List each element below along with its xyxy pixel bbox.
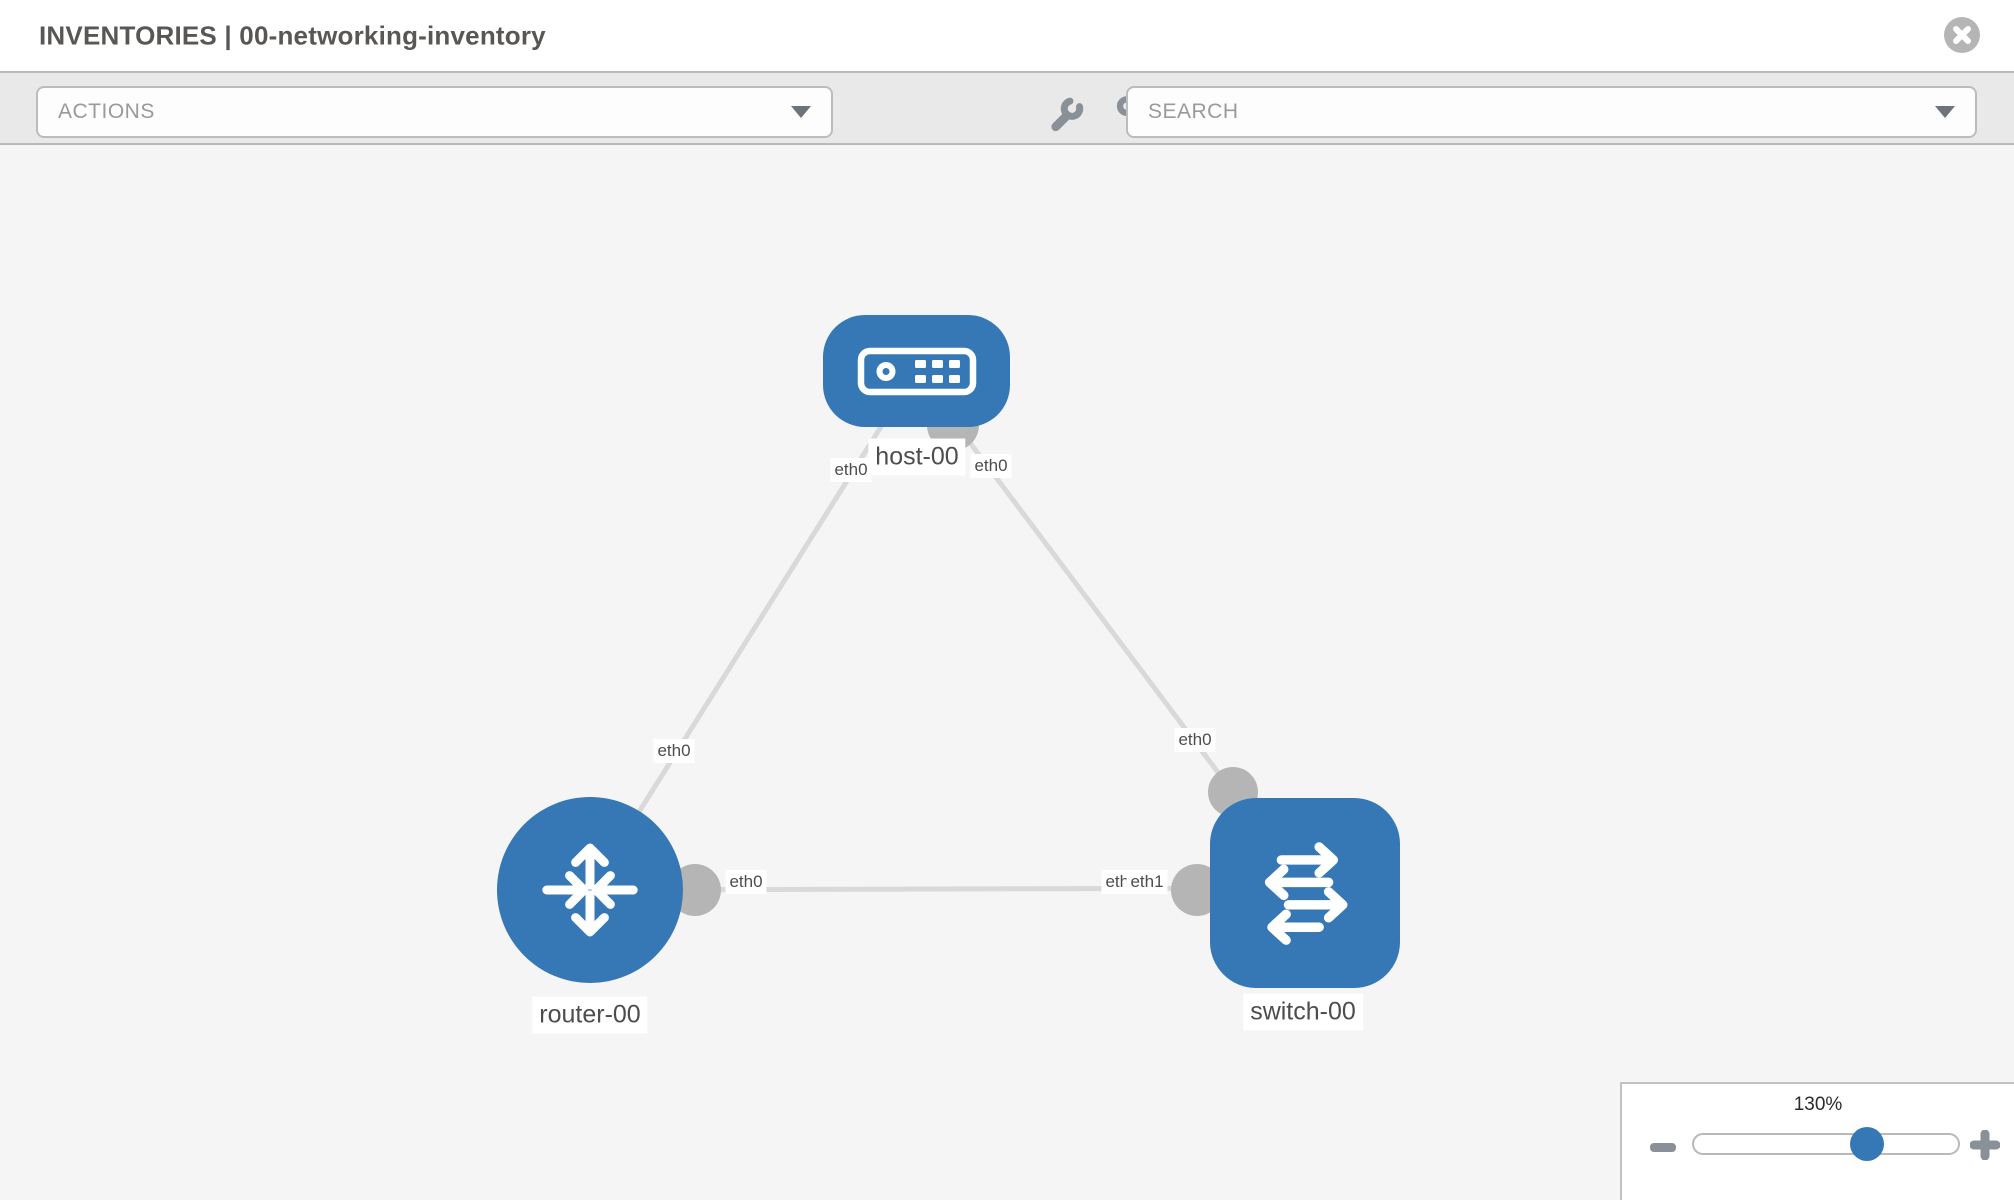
if-label-switch-eth0-up: eth0 — [1174, 728, 1216, 752]
node-label-switch: switch-00 — [1243, 993, 1363, 1031]
link-host-router[interactable] — [587, 369, 919, 892]
wrench-icon — [1051, 97, 1084, 132]
node-host[interactable] — [823, 315, 1010, 427]
search-dropdown[interactable]: SEARCH — [1126, 86, 1977, 138]
if-label-switch-eth1: eth1 — [1126, 870, 1168, 894]
actions-dropdown-label: ACTIONS — [58, 100, 155, 123]
plus-icon — [1969, 1129, 2001, 1161]
minus-icon — [1650, 1142, 1676, 1152]
if-label-host-eth0-left: eth0 — [830, 458, 872, 482]
if-label-router-eth0-up: eth0 — [653, 739, 695, 763]
node-label-host: host-00 — [868, 438, 966, 476]
search-placeholder: SEARCH — [1148, 100, 1239, 123]
node-switch[interactable] — [1210, 798, 1400, 988]
zoom-out-button[interactable] — [1650, 1137, 1678, 1153]
zoom-in-button[interactable] — [1969, 1129, 2001, 1161]
zoom-widget: 130% — [1620, 1082, 2014, 1200]
chevron-down-icon — [1935, 106, 1955, 118]
zoom-slider-track[interactable] — [1692, 1127, 1960, 1161]
node-router[interactable] — [497, 797, 683, 983]
zoom-slider-thumb[interactable] — [1850, 1127, 1884, 1161]
node-label-router: router-00 — [532, 996, 648, 1034]
page-title: INVENTORIES | 00-networking-inventory — [39, 20, 546, 50]
if-label-host-eth0-right: eth0 — [970, 454, 1012, 478]
if-label-router-eth0-mid: eth0 — [725, 870, 767, 894]
actions-dropdown[interactable]: ACTIONS — [36, 86, 833, 138]
window-header: INVENTORIES | 00-networking-inventory — [0, 0, 2014, 71]
close-button[interactable] — [1944, 17, 1980, 53]
chevron-down-icon — [791, 106, 811, 118]
server-icon — [857, 347, 976, 396]
switch-arrows-icon — [1264, 842, 1348, 945]
router-arrows-icon — [542, 843, 638, 937]
topology-wires — [587, 369, 1307, 916]
toolbar: ACTIONS SEARCH — [0, 71, 2014, 145]
close-icon — [1944, 17, 1980, 53]
tools-button[interactable] — [1047, 93, 1087, 133]
zoom-level-value: 130% — [1793, 1094, 1843, 1115]
topology-canvas[interactable]: host-00 router-00 switch-00 eth0 eth0 et… — [0, 145, 2014, 1200]
